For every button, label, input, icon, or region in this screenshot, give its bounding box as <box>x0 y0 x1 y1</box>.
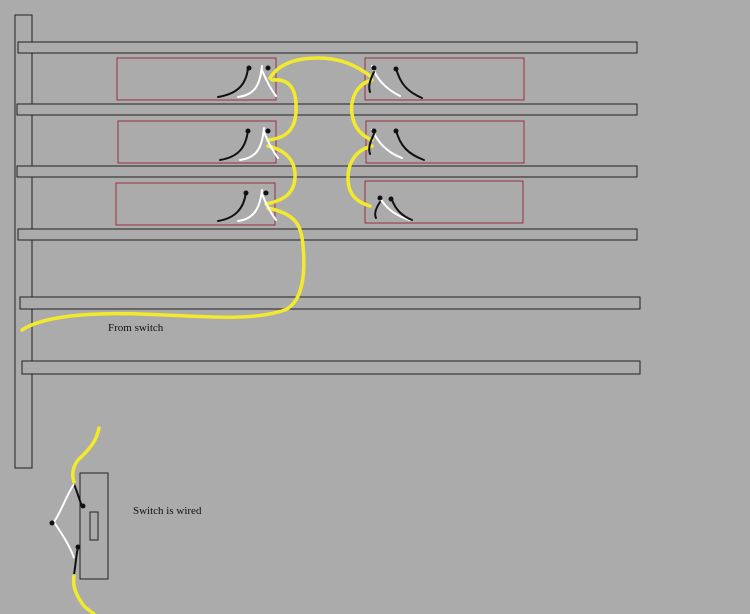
switch-terminal-top <box>80 503 86 509</box>
light-fixture-box <box>365 120 525 164</box>
fixture-pigtails <box>368 65 423 99</box>
light-fixture-box <box>116 57 277 101</box>
from-switch-label: From switch <box>108 322 164 334</box>
switch-white-wire <box>52 483 75 559</box>
joist <box>16 165 638 178</box>
fixture-connections <box>217 65 425 222</box>
vertical-stud <box>14 14 33 469</box>
switch-terminal-bottom <box>75 544 81 550</box>
fixture-pigtails <box>368 128 425 161</box>
switch-assembly <box>49 472 109 580</box>
yellow-wire-right-1-2 <box>349 78 374 142</box>
joists <box>16 41 641 375</box>
switch-splice <box>49 520 55 526</box>
yellow-wires <box>20 56 374 614</box>
fixture-pigtails <box>217 65 277 98</box>
joist <box>17 228 638 241</box>
yellow-wire-left-2-3 <box>264 144 297 206</box>
yellow-wire-switch-top <box>71 426 101 484</box>
yellow-wire-switch-bottom <box>71 574 96 614</box>
joist <box>16 103 638 116</box>
fixture-pigtails <box>219 127 279 161</box>
switch-toggle <box>89 511 99 541</box>
joist <box>21 360 641 375</box>
yellow-wire-from-switch <box>20 206 306 332</box>
light-fixture-box <box>115 182 276 226</box>
yellow-wire-left-1-2 <box>266 78 298 142</box>
light-fixtures <box>115 57 525 226</box>
fixture-pigtails <box>217 189 277 222</box>
joist <box>17 41 638 54</box>
fixture-pigtails <box>374 195 413 221</box>
yellow-wire-top-crossover <box>268 56 372 80</box>
light-fixture-box <box>117 120 277 164</box>
light-fixture-box <box>364 57 525 101</box>
yellow-wire-right-2-3 <box>346 144 374 208</box>
light-fixture-box <box>364 180 524 224</box>
switch-black-wire-lower <box>73 547 79 575</box>
switch-is-wired-label: Switch is wired <box>133 505 202 517</box>
joist <box>19 296 641 310</box>
